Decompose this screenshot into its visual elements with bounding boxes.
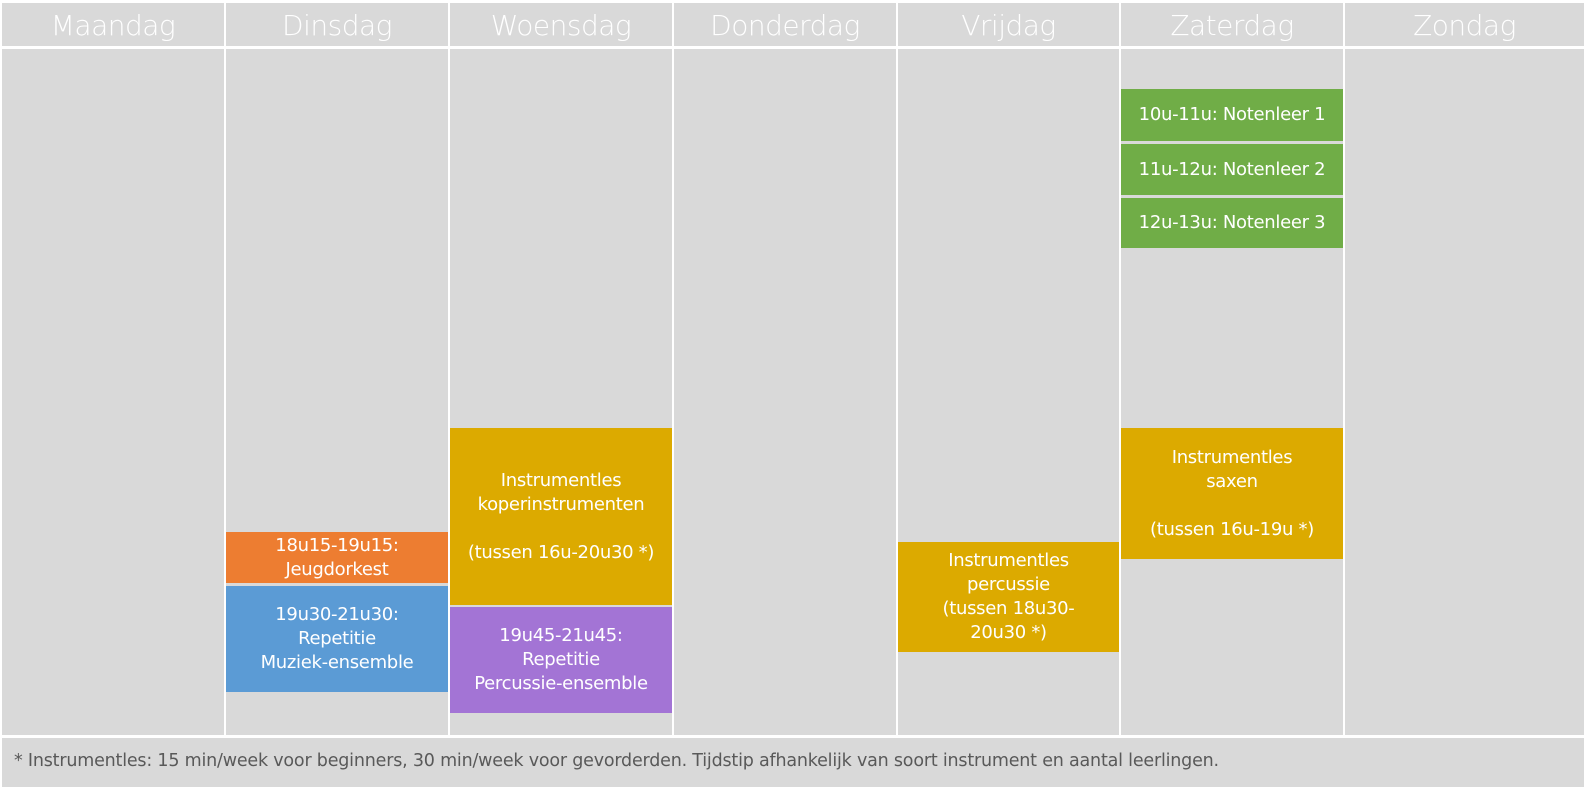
event-instrumentles-saxen[interactable]: Instrumentles saxen (tussen 16u-19u *)	[1121, 428, 1343, 559]
event-jeugdorkest[interactable]: 18u15-19u15: Jeugdorkest	[226, 532, 448, 583]
day-column-maandag	[2, 49, 224, 735]
event-instrumentles-percussie[interactable]: Instrumentles percussie (tussen 18u30- 2…	[898, 542, 1119, 652]
day-header-dinsdag: Dinsdag	[226, 3, 448, 46]
event-repetitie-muziek-ensemble[interactable]: 19u30-21u30: Repetitie Muziek-ensemble	[226, 586, 448, 692]
day-header-woensdag: Woensdag	[450, 3, 672, 46]
day-header-maandag: Maandag	[2, 3, 224, 46]
event-notenleer-1[interactable]: 10u-11u: Notenleer 1	[1121, 89, 1343, 141]
event-repetitie-percussie-ensemble[interactable]: 19u45-21u45: Repetitie Percussie-ensembl…	[450, 607, 672, 713]
day-column-zondag	[1345, 49, 1584, 735]
footnote: * Instrumentles: 15 min/week voor beginn…	[2, 738, 1584, 787]
day-header-donderdag: Donderdag	[674, 3, 896, 46]
day-header-zondag: Zondag	[1345, 3, 1584, 46]
day-header-vrijdag: Vrijdag	[898, 3, 1119, 46]
event-instrumentles-koper[interactable]: Instrumentles koperinstrumenten (tussen …	[450, 428, 672, 605]
day-column-donderdag	[674, 49, 896, 735]
event-notenleer-2[interactable]: 11u-12u: Notenleer 2	[1121, 144, 1343, 195]
day-header-zaterdag: Zaterdag	[1121, 3, 1343, 46]
event-notenleer-3[interactable]: 12u-13u: Notenleer 3	[1121, 198, 1343, 248]
